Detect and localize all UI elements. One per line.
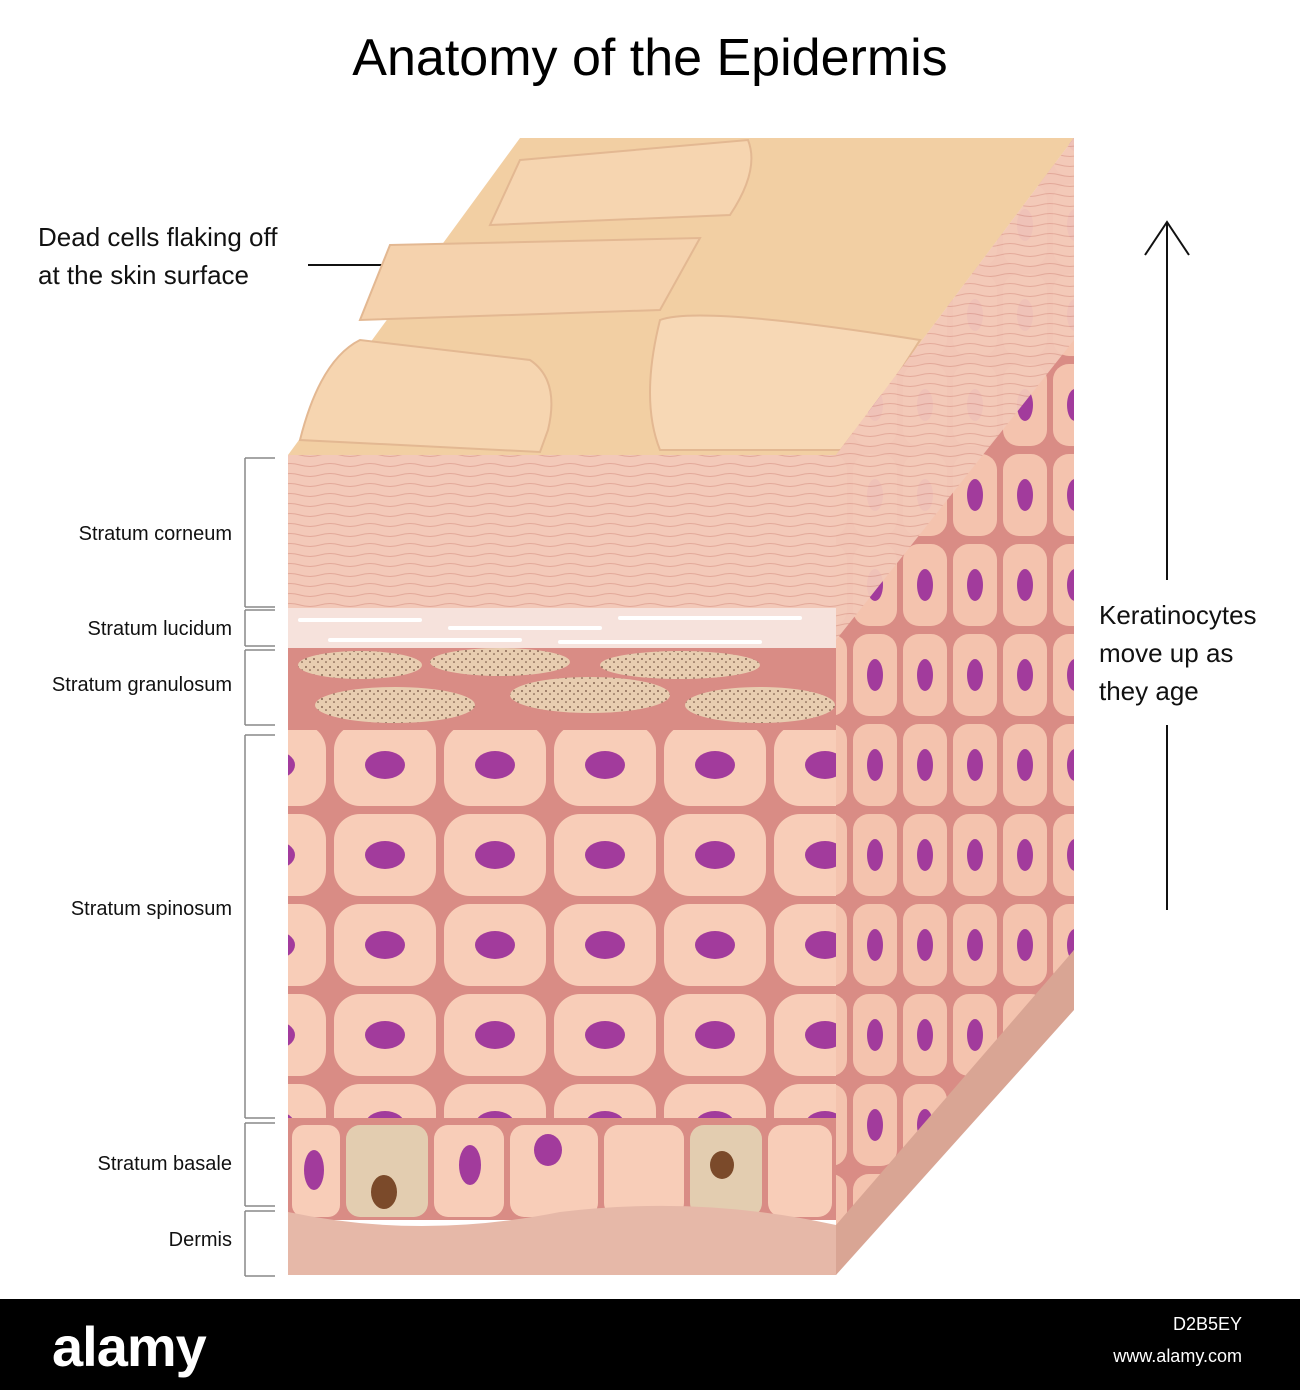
lucidum-streaks: [298, 616, 802, 644]
label-stratum-granulosum: Stratum granulosum: [51, 674, 232, 696]
surface-flake-4: [358, 236, 702, 322]
surface-flake-3: [488, 138, 753, 227]
surface-flake-1: [298, 338, 553, 454]
image-code: D2B5EY: [1172, 1314, 1242, 1334]
front-dermis: [288, 1205, 836, 1275]
label-dermis: Dermis: [168, 1229, 232, 1251]
callout-leader-line: [308, 264, 430, 266]
front-corneum: [288, 455, 836, 608]
footer-url: www.alamy.com: [1113, 1346, 1242, 1366]
basal-cells: [292, 1125, 832, 1217]
footer-bar: [0, 1299, 1300, 1390]
surface-flake-2: [649, 314, 922, 451]
label-stratum-basale: Stratum basale: [97, 1153, 232, 1175]
label-stratum-lucidum: Stratum lucidum: [87, 618, 233, 640]
callout-line-2: at the skin surface: [38, 260, 249, 290]
epidermis-illustration: [244, 138, 1190, 1277]
surface-callout: Dead cells flaking off at the skin surfa…: [38, 218, 277, 294]
granular-cells: [298, 648, 835, 723]
side-corneum: [836, 138, 1074, 640]
label-stratum-spinosum: Stratum spinosum: [70, 898, 232, 920]
note-line-1: Keratinocytes: [1099, 600, 1257, 630]
side-dermis: [836, 950, 1074, 1275]
page-title: Anatomy of the Epidermis: [352, 29, 948, 87]
alamy-logo: alamy: [52, 1315, 207, 1378]
keratinocyte-note: Keratinocytes move up as they age: [1099, 596, 1257, 710]
age-arrow: [1144, 220, 1190, 910]
callout-line-1: Dead cells flaking off: [38, 222, 278, 252]
note-line-3: they age: [1099, 676, 1199, 706]
front-spinosum: [288, 730, 836, 1118]
label-stratum-corneum: Stratum corneum: [78, 523, 232, 545]
note-line-2: move up as: [1099, 638, 1234, 668]
layer-brackets: [244, 457, 275, 1277]
